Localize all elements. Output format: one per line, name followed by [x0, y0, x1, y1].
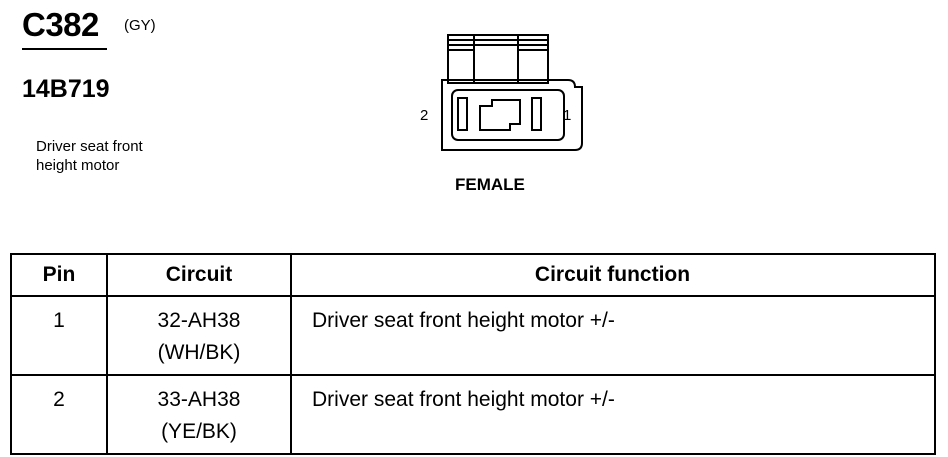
connector-id: C382: [22, 6, 99, 43]
function-cell: Driver seat front height motor +/-: [290, 295, 936, 376]
circuit-number: 33-AH38: [157, 388, 241, 411]
description-line-1: Driver seat front: [36, 138, 143, 155]
header-circuit-function: Circuit function: [290, 253, 936, 297]
circuit-cell: 33-AH38 (YE/BK): [106, 374, 292, 455]
pin-label-2: 2: [420, 107, 429, 124]
table-header-row: Pin Circuit Circuit function: [10, 253, 936, 297]
terminal-1: [531, 97, 542, 131]
circuit-cell: 32-AH38 (WH/BK): [106, 295, 292, 376]
connector-color: (GY): [124, 17, 156, 34]
connector-latch: [447, 34, 549, 84]
connector-key: [479, 99, 521, 131]
connector-face-diagram: [441, 34, 583, 151]
description-line-2: height motor: [36, 157, 120, 174]
wire-color: (WH/BK): [157, 341, 241, 364]
pin-label-1: 1: [563, 107, 572, 124]
connector-id-underline: [22, 48, 107, 50]
header-circuit: Circuit: [106, 253, 292, 297]
terminal-2: [457, 97, 468, 131]
wire-color: (YE/BK): [161, 420, 237, 443]
header-pin: Pin: [10, 253, 108, 297]
connector-description: Driver seat front height motor: [36, 137, 143, 175]
connector-cavity: [451, 89, 565, 141]
table-row: 1 32-AH38 (WH/BK) Driver seat front heig…: [10, 295, 936, 376]
part-number: 14B719: [22, 75, 110, 103]
pin-cell: 1: [10, 295, 108, 376]
connector-body: [441, 79, 583, 151]
function-cell: Driver seat front height motor +/-: [290, 374, 936, 455]
pinout-table: Pin Circuit Circuit function 1 32-AH38 (…: [10, 253, 936, 455]
connector-gender: FEMALE: [455, 175, 525, 194]
pin-cell: 2: [10, 374, 108, 455]
circuit-number: 32-AH38: [157, 309, 241, 332]
table-row: 2 33-AH38 (YE/BK) Driver seat front heig…: [10, 374, 936, 455]
